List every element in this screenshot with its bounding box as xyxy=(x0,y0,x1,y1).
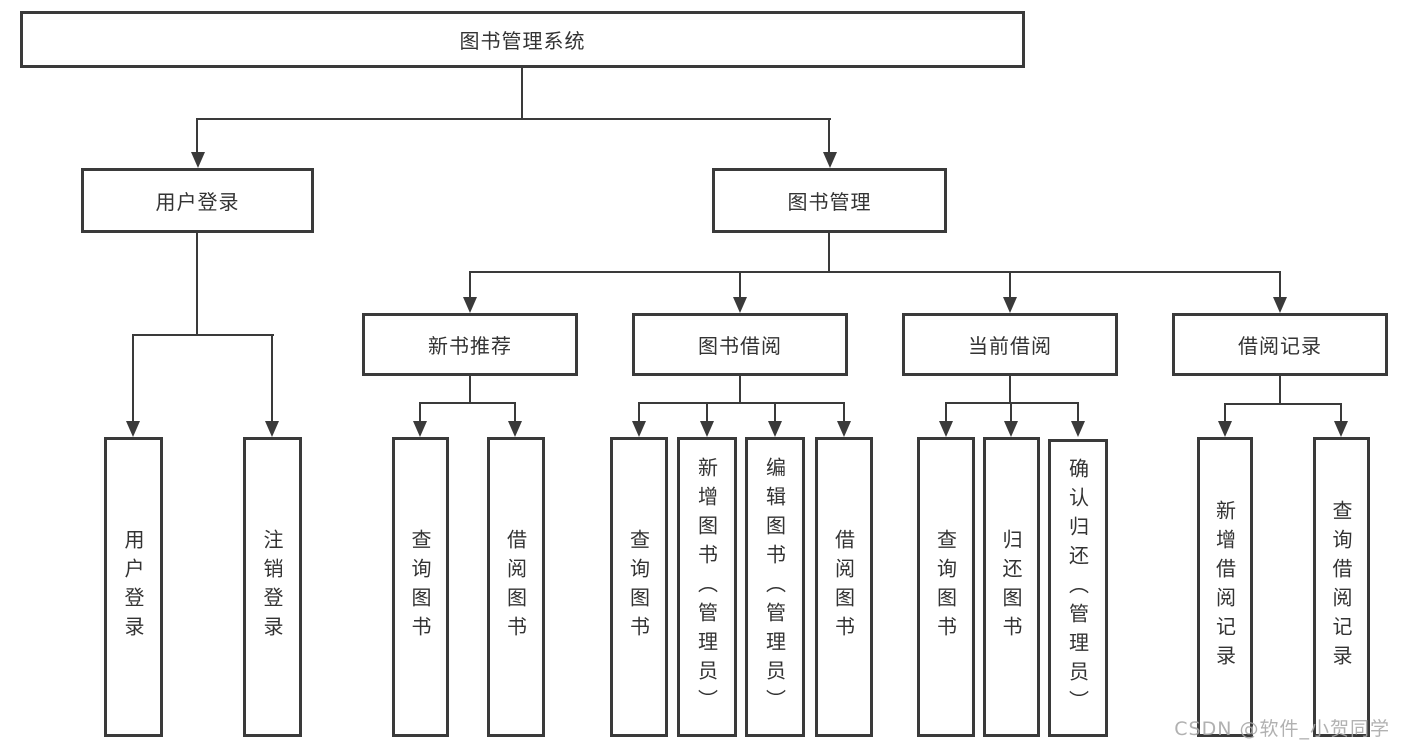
leaf-query-books-borrow: 查询图书 xyxy=(610,437,668,737)
connector-line xyxy=(1279,376,1281,403)
node-book-management-label: 图书管理 xyxy=(787,190,872,214)
connector-line xyxy=(469,376,471,403)
connector-line xyxy=(469,271,471,299)
leaf-query-borrow-record: 查询借阅记录 xyxy=(1313,437,1370,737)
arrow-down-icon xyxy=(191,152,205,168)
connector-line xyxy=(1224,403,1342,405)
connector-line xyxy=(638,402,845,404)
leaf-return-books-label: 归还图书 xyxy=(999,529,1023,645)
leaf-logout-label: 注销登录 xyxy=(260,529,284,645)
connector-line xyxy=(1279,271,1281,299)
leaf-borrow-books: 借阅图书 xyxy=(815,437,873,737)
connector-line xyxy=(1077,402,1079,423)
node-borrow-records-label: 借阅记录 xyxy=(1238,334,1322,358)
leaf-edit-book-admin: 编辑图书（管理员） xyxy=(745,437,805,737)
arrow-down-icon xyxy=(1334,421,1348,437)
connector-line xyxy=(843,402,845,423)
arrow-down-icon xyxy=(700,421,714,437)
arrow-down-icon xyxy=(1004,421,1018,437)
connector-line xyxy=(1340,403,1342,423)
connector-line xyxy=(638,402,640,423)
node-user-login: 用户登录 xyxy=(81,168,314,233)
watermark: CSDN @软件_小贺同学 xyxy=(1174,718,1390,740)
node-new-book-recommend-label: 新书推荐 xyxy=(428,334,512,358)
arrow-down-icon xyxy=(463,297,477,313)
leaf-logout: 注销登录 xyxy=(243,437,302,737)
connector-line xyxy=(774,402,776,423)
node-book-borrow: 图书借阅 xyxy=(632,313,848,376)
arrow-down-icon xyxy=(837,421,851,437)
node-root: 图书管理系统 xyxy=(20,11,1025,68)
node-book-management: 图书管理 xyxy=(712,168,947,233)
connector-line xyxy=(419,402,421,423)
leaf-add-borrow-record: 新增借阅记录 xyxy=(1197,437,1253,737)
connector-line xyxy=(196,118,831,120)
connector-line xyxy=(133,334,274,336)
arrow-down-icon xyxy=(1071,421,1085,437)
connector-line xyxy=(271,334,273,423)
connector-line xyxy=(706,402,708,423)
node-book-borrow-label: 图书借阅 xyxy=(698,334,782,358)
leaf-borrow-books-recommend-label: 借阅图书 xyxy=(503,529,528,645)
connector-line xyxy=(1010,402,1012,423)
node-borrow-records: 借阅记录 xyxy=(1172,313,1388,376)
leaf-edit-book-admin-label: 编辑图书（管理员） xyxy=(762,456,787,718)
connector-line xyxy=(739,376,741,403)
arrow-down-icon xyxy=(823,152,837,168)
node-root-label: 图书管理系统 xyxy=(459,29,586,53)
connector-line xyxy=(1009,376,1011,403)
leaf-add-book-admin: 新增图书（管理员） xyxy=(677,437,737,737)
leaf-return-books: 归还图书 xyxy=(983,437,1040,737)
leaf-query-books-borrow-label: 查询图书 xyxy=(626,529,651,645)
leaf-query-books-current: 查询图书 xyxy=(917,437,975,737)
leaf-user-login-label: 用户登录 xyxy=(121,529,145,645)
leaf-borrow-books-label: 借阅图书 xyxy=(831,529,856,645)
arrow-down-icon xyxy=(939,421,953,437)
leaf-confirm-return-admin: 确认归还（管理员） xyxy=(1048,439,1108,737)
connector-line xyxy=(469,271,1281,273)
connector-line xyxy=(196,118,198,154)
connector-line xyxy=(1009,271,1011,299)
connector-line xyxy=(132,334,134,423)
node-user-login-label: 用户登录 xyxy=(155,190,240,214)
node-new-book-recommend: 新书推荐 xyxy=(362,313,578,376)
connector-line xyxy=(828,118,830,154)
connector-line xyxy=(521,68,523,119)
arrow-down-icon xyxy=(768,421,782,437)
leaf-query-books-recommend: 查询图书 xyxy=(392,437,449,737)
arrow-down-icon xyxy=(508,421,522,437)
connector-line xyxy=(828,233,830,272)
leaf-add-book-admin-label: 新增图书（管理员） xyxy=(694,456,719,718)
leaf-user-login: 用户登录 xyxy=(104,437,163,737)
arrow-down-icon xyxy=(733,297,747,313)
connector-line xyxy=(945,402,1079,404)
arrow-down-icon xyxy=(632,421,646,437)
arrow-down-icon xyxy=(1003,297,1017,313)
arrow-down-icon xyxy=(413,421,427,437)
connector-line xyxy=(945,402,947,423)
leaf-confirm-return-admin-label: 确认归还（管理员） xyxy=(1065,457,1090,719)
arrow-down-icon xyxy=(126,421,140,437)
node-current-borrow: 当前借阅 xyxy=(902,313,1118,376)
arrow-down-icon xyxy=(1218,421,1232,437)
connector-line xyxy=(196,233,198,335)
leaf-query-books-current-label: 查询图书 xyxy=(933,529,958,645)
arrow-down-icon xyxy=(1273,297,1287,313)
leaf-query-borrow-record-label: 查询借阅记录 xyxy=(1329,500,1353,674)
connector-line xyxy=(420,402,516,404)
leaf-borrow-books-recommend: 借阅图书 xyxy=(487,437,545,737)
node-current-borrow-label: 当前借阅 xyxy=(968,334,1052,358)
leaf-add-borrow-record-label: 新增借阅记录 xyxy=(1212,500,1237,674)
leaf-query-books-recommend-label: 查询图书 xyxy=(408,529,432,645)
connector-line xyxy=(1224,403,1226,423)
arrow-down-icon xyxy=(265,421,279,437)
connector-line xyxy=(514,402,516,423)
connector-line xyxy=(739,271,741,299)
